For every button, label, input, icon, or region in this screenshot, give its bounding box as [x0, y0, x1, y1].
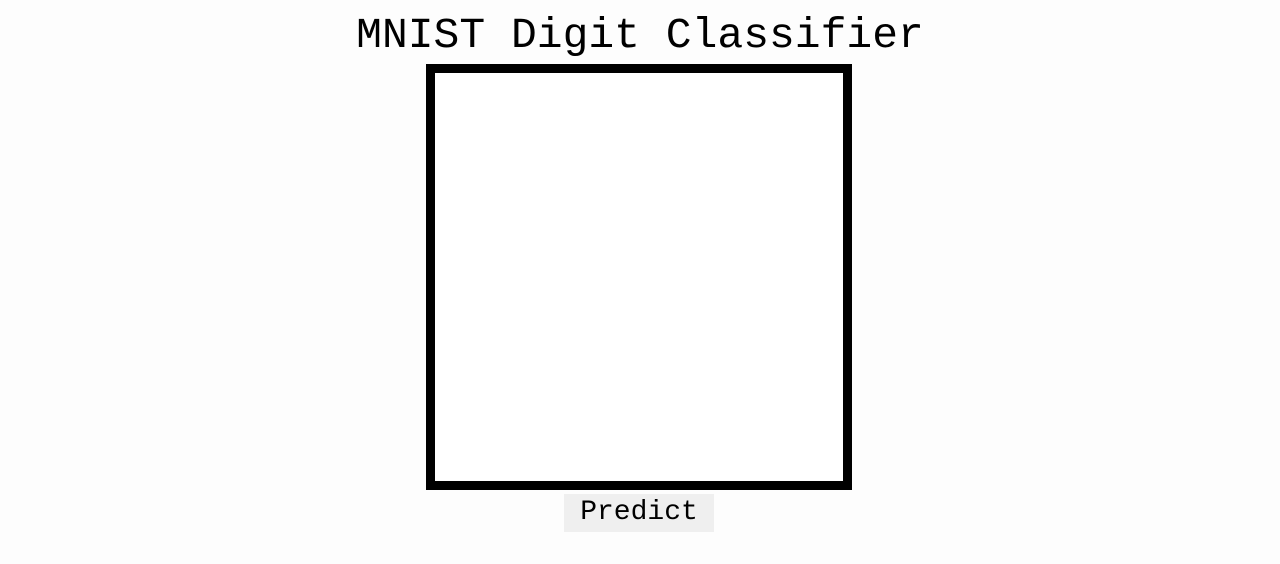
page-title: MNIST Digit Classifier: [356, 11, 924, 60]
drawing-canvas[interactable]: [426, 64, 852, 490]
predict-button[interactable]: Predict: [564, 494, 714, 532]
